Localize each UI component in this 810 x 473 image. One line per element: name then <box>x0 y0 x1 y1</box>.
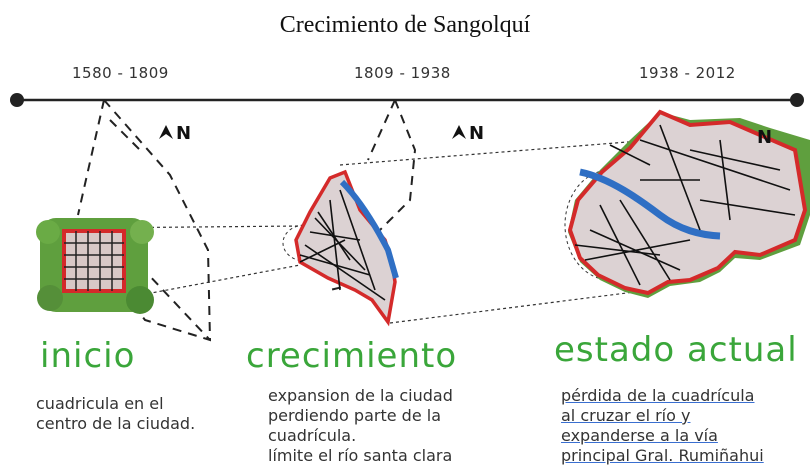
timeline-start-dot <box>10 93 24 107</box>
north-label: N <box>176 123 192 144</box>
map-crecimiento <box>294 169 399 327</box>
description-line: expansion de la ciudad <box>268 386 453 405</box>
timeline-end-dot <box>790 93 804 107</box>
period-label-1: 1580 - 1809 <box>72 64 169 82</box>
north-label: N <box>757 127 773 148</box>
description-line: centro de la ciudad. <box>36 414 196 433</box>
stage-name-estado-actual: estado actual <box>554 330 798 370</box>
description-line: al cruzar el río y <box>561 406 691 425</box>
description-line: perdiendo parte de la <box>268 406 441 425</box>
stage-name-crecimiento: crecimiento <box>246 336 458 376</box>
north-arrow-icon <box>159 125 173 139</box>
period-label-3: 1938 - 2012 <box>639 64 736 82</box>
stage-description-estado-actual: pérdida de la cuadrícula al cruzar el rí… <box>561 386 764 466</box>
stage-name-inicio: inicio <box>40 336 136 376</box>
north-arrow-icon <box>452 125 466 139</box>
connector-lines-2 <box>339 136 691 324</box>
description-line: pérdida de la cuadrícula <box>561 386 755 405</box>
stage-description-inicio: cuadricula en el centro de la ciudad. <box>36 394 195 434</box>
description-line: límite el río santa clara <box>268 446 453 465</box>
map-estado-actual <box>567 109 810 298</box>
description-line: cuadricula en el <box>36 394 164 413</box>
description-line: expanderse a la vía <box>561 426 718 445</box>
north-label: N <box>469 123 485 144</box>
map-inicio <box>36 218 154 314</box>
period-label-2: 1809 - 1938 <box>354 64 451 82</box>
description-line: cuadrícula. <box>268 426 357 445</box>
stage-description-crecimiento: expansion de la ciudad perdiendo parte d… <box>268 386 453 466</box>
description-line: principal Gral. Rumiñahui <box>561 446 764 465</box>
diagram-title: Crecimiento de Sangolquí <box>279 12 531 38</box>
